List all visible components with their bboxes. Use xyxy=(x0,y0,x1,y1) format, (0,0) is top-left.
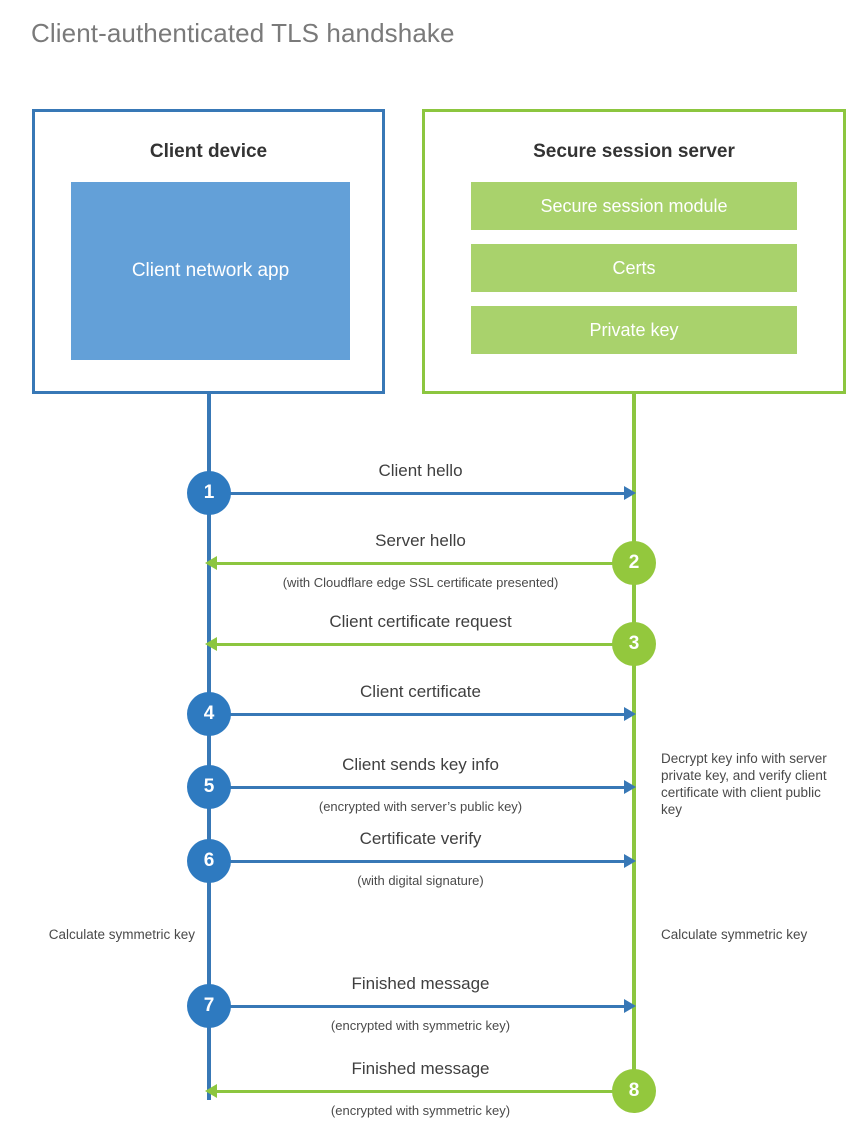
step-3-arrow-line xyxy=(209,643,632,646)
step-2-sublabel: (with Cloudflare edge SSL certificate pr… xyxy=(282,575,559,590)
step-3-arrowhead-icon xyxy=(205,637,217,651)
step-2-arrowhead-icon xyxy=(205,556,217,570)
step-6-arrow-line xyxy=(209,860,632,863)
step-7-arrow-line xyxy=(209,1005,632,1008)
step-8-sublabel: (encrypted with symmetric key) xyxy=(330,1103,511,1118)
step-2-badge[interactable]: 2 xyxy=(612,541,656,585)
step-4-label: Client certificate xyxy=(360,682,481,701)
step-1-arrowhead-icon xyxy=(624,486,636,500)
step-6-label: Certificate verify xyxy=(359,829,482,848)
server-calculate-key-annotation: Calculate symmetric key xyxy=(661,927,808,942)
client-network-app-box: Client network app xyxy=(71,182,350,360)
client-network-app-label: Client network app xyxy=(131,260,290,281)
step-7-arrowhead-icon xyxy=(624,999,636,1013)
server-decrypt-annotation: Decrypt key info with server private key… xyxy=(661,751,827,817)
server-component-certs: Certs xyxy=(471,244,797,292)
page-title: Client-authenticated TLS handshake xyxy=(31,18,455,48)
step-5-label: Client sends key info xyxy=(342,755,499,774)
step-4-arrowhead-icon xyxy=(624,707,636,721)
server-component-secure-session-module: Secure session module xyxy=(471,182,797,230)
step-7-badge[interactable]: 7 xyxy=(187,984,231,1028)
step-4-arrow-line xyxy=(209,713,632,716)
step-5-arrowhead-icon xyxy=(624,780,636,794)
step-8-label: Finished message xyxy=(351,1059,490,1078)
step-3-label: Client certificate request xyxy=(329,612,512,631)
step-7-sublabel: (encrypted with symmetric key) xyxy=(330,1018,511,1033)
step-2-label: Server hello xyxy=(375,531,466,550)
step-5-arrow-line xyxy=(209,786,632,789)
step-8-arrow-line xyxy=(209,1090,632,1093)
step-6-badge[interactable]: 6 xyxy=(187,839,231,883)
client-device-box: Client device Client network app xyxy=(32,109,385,394)
step-3-badge[interactable]: 3 xyxy=(612,622,656,666)
server-component-private-key: Private key xyxy=(471,306,797,354)
step-5-badge[interactable]: 5 xyxy=(187,765,231,809)
secure-session-server-box: Secure session server Secure session mod… xyxy=(422,109,846,394)
step-1-badge[interactable]: 1 xyxy=(187,471,231,515)
step-7-label: Finished message xyxy=(351,974,490,993)
server-components-list: Secure session module Certs Private key xyxy=(471,182,797,354)
step-6-arrowhead-icon xyxy=(624,854,636,868)
step-4-badge[interactable]: 4 xyxy=(187,692,231,736)
step-6-sublabel: (with digital signature) xyxy=(357,873,484,888)
step-2-arrow-line xyxy=(209,562,632,565)
client-lifeline xyxy=(207,394,211,1100)
client-device-title: Client device xyxy=(149,141,268,162)
server-lifeline xyxy=(632,394,636,1093)
step-1-label: Client hello xyxy=(378,461,463,480)
client-calculate-key-annotation: Calculate symmetric key xyxy=(48,927,195,942)
step-8-badge[interactable]: 8 xyxy=(612,1069,656,1113)
step-1-arrow-line xyxy=(209,492,632,495)
secure-session-server-title: Secure session server xyxy=(533,141,735,162)
step-5-sublabel: (encrypted with server’s public key) xyxy=(318,799,523,814)
step-8-arrowhead-icon xyxy=(205,1084,217,1098)
